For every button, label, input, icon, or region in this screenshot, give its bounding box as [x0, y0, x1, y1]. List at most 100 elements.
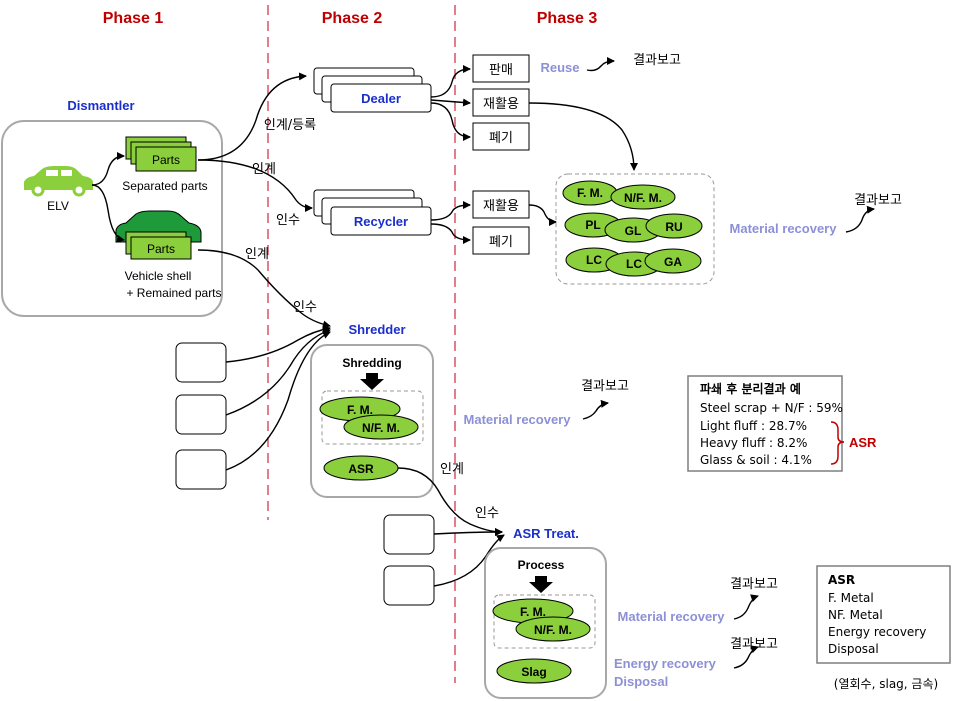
shred-result-row-3: Heavy fluff : 8.2%: [700, 436, 807, 450]
label-receive-1: 인수: [276, 213, 300, 228]
label-transfer-3: 인계: [440, 462, 464, 477]
arrow-elv-to-shell: [91, 184, 125, 243]
shredder-metal-group: [321, 390, 424, 445]
shredder-nfm: [343, 414, 419, 440]
label-receive-2: 인수: [293, 300, 317, 315]
dismantler-title: Dismantler: [67, 98, 134, 113]
arrow-energy-to-report: [733, 645, 759, 669]
phase-1-heading: Phase 1: [103, 10, 164, 27]
asr-treat-nfm: [515, 616, 591, 642]
cluster-lc-2-label: LC: [626, 257, 642, 271]
cluster-nfm-label: N/F. M.: [624, 191, 662, 205]
asr-legend-title: ASR: [828, 573, 855, 587]
arrow-recycler-to-disposal: [430, 223, 471, 244]
dealer-disposal-label: 폐기: [489, 131, 513, 146]
parts-stack-1: [125, 136, 197, 172]
material-recovery-label-3: Material recovery: [618, 609, 726, 624]
report-material-recovery-2: 결과보고: [581, 379, 629, 394]
asr-input-box-1: [383, 514, 435, 555]
reuse-label: Reuse: [540, 60, 579, 75]
shred-result-box: [687, 375, 843, 472]
dealer-stack: [313, 67, 432, 113]
cluster-ellipses: F. M. N/F. M. PL GL RU LC LC GA: [562, 180, 703, 277]
cluster-pl-label: PL: [585, 218, 600, 232]
shred-result-row-1: Steel scrap + N/F : 59%: [700, 401, 843, 415]
shredder-input-box-2: [175, 394, 227, 435]
shredding-label: Shredding: [342, 356, 401, 370]
shredder-input-box-3: [175, 449, 227, 490]
energy-recovery-label: Energy recovery: [614, 656, 717, 671]
asr-treat-metal-group: [493, 594, 596, 649]
arrow-input3-to-shredder: [225, 331, 331, 471]
shredder-title: Shredder: [348, 322, 405, 337]
arrow-elv-to-parts: [91, 152, 125, 186]
material-recovery-label-1: Material recovery: [730, 221, 838, 236]
asr-treat-title: ASR Treat.: [513, 526, 579, 541]
cluster-ru: [645, 213, 703, 239]
arrow-dealer-recycle-to-cluster: [528, 102, 638, 171]
arrow-mr1-to-report: [845, 205, 875, 233]
process-down-arrow-icon: [529, 576, 553, 593]
shredder-nfm-label: N/F. M.: [362, 421, 400, 435]
material-recovery-cluster: [555, 173, 715, 285]
shredder-fm-label: F. M.: [347, 403, 373, 417]
label-transfer-register: 인계/등록: [264, 118, 316, 133]
shred-result-row-4: Glass & soil : 4.1%: [700, 453, 812, 467]
report-material-recovery-1: 결과보고: [854, 193, 902, 208]
process-label: Process: [518, 558, 565, 572]
recycler-title: Recycler: [354, 214, 408, 229]
arrow-mr3-to-report: [733, 594, 759, 620]
phase-3-heading: Phase 3: [537, 10, 598, 27]
arrow-shell-to-shredder: [197, 249, 331, 329]
label-transfer-2: 인계: [245, 247, 269, 262]
parts-stack-2: [125, 231, 192, 260]
asr-legend-note: (열회수, slag, 금속): [834, 677, 938, 691]
arrow-input2-to-shredder: [225, 328, 331, 416]
arrow-parts-to-recycler: [197, 159, 313, 212]
asr-treat-nfm-label: N/F. M.: [534, 623, 572, 637]
report-energy-recovery: 결과보고: [730, 637, 778, 652]
dealer-title: Dealer: [361, 91, 401, 106]
arrow-asr-input1-to-treat: [433, 528, 503, 537]
report-material-recovery-3: 결과보고: [730, 577, 778, 592]
cluster-ru-label: RU: [665, 220, 682, 234]
dealer-recycle-label: 재활용: [483, 97, 519, 112]
cluster-fm-label: F. M.: [577, 186, 603, 200]
parts-2-label: Parts: [147, 242, 175, 256]
asr-legend-box: [816, 565, 951, 664]
cluster-lc-1-label: LC: [586, 253, 602, 267]
arrow-reuse-to-report: [586, 57, 615, 72]
elv-label: ELV: [47, 199, 69, 213]
sale-box: [472, 54, 530, 83]
shredder-asr-label: ASR: [348, 462, 374, 476]
asr-legend-item-2: NF. Metal: [828, 608, 883, 622]
shred-result-row-2: Light fluff : 28.7%: [700, 419, 807, 433]
arrow-recycler-recycle-to-cluster: [528, 204, 557, 226]
cluster-ga-label: GA: [664, 255, 682, 269]
recycler-disposal-box: [472, 226, 530, 255]
asr-treat-fm-label: F. M.: [520, 605, 546, 619]
vehicle-shell-label: Vehicle shell: [125, 269, 192, 283]
report-reuse: 결과보고: [633, 53, 681, 68]
arrow-recycler-to-recycle: [430, 201, 471, 221]
asr-bracket: [830, 421, 845, 465]
dealer-recycle-box: [472, 88, 530, 117]
shredder-input-box-1: [175, 342, 227, 383]
asr-legend-item-1: F. Metal: [828, 591, 874, 605]
arrow-parts-to-dealer: [197, 72, 307, 161]
label-transfer-1: 인계: [252, 162, 276, 177]
disposal-label: Disposal: [614, 674, 668, 689]
sale-label: 판매: [489, 63, 513, 78]
label-receive-3: 인수: [475, 506, 499, 521]
recycler-stack: [313, 189, 432, 236]
arrow-input1-to-shredder: [225, 325, 331, 363]
material-recovery-label-2: Material recovery: [464, 412, 572, 427]
arrow-dealer-to-recycle: [430, 98, 471, 107]
arrow-dealer-to-sale: [430, 65, 471, 98]
arrow-mr2-to-report: [582, 399, 609, 420]
remained-parts-label: + Remained parts: [126, 286, 221, 300]
cluster-nfm: [610, 184, 676, 210]
dealer-disposal-box: [472, 122, 530, 151]
recycler-recycle-box: [472, 190, 530, 219]
